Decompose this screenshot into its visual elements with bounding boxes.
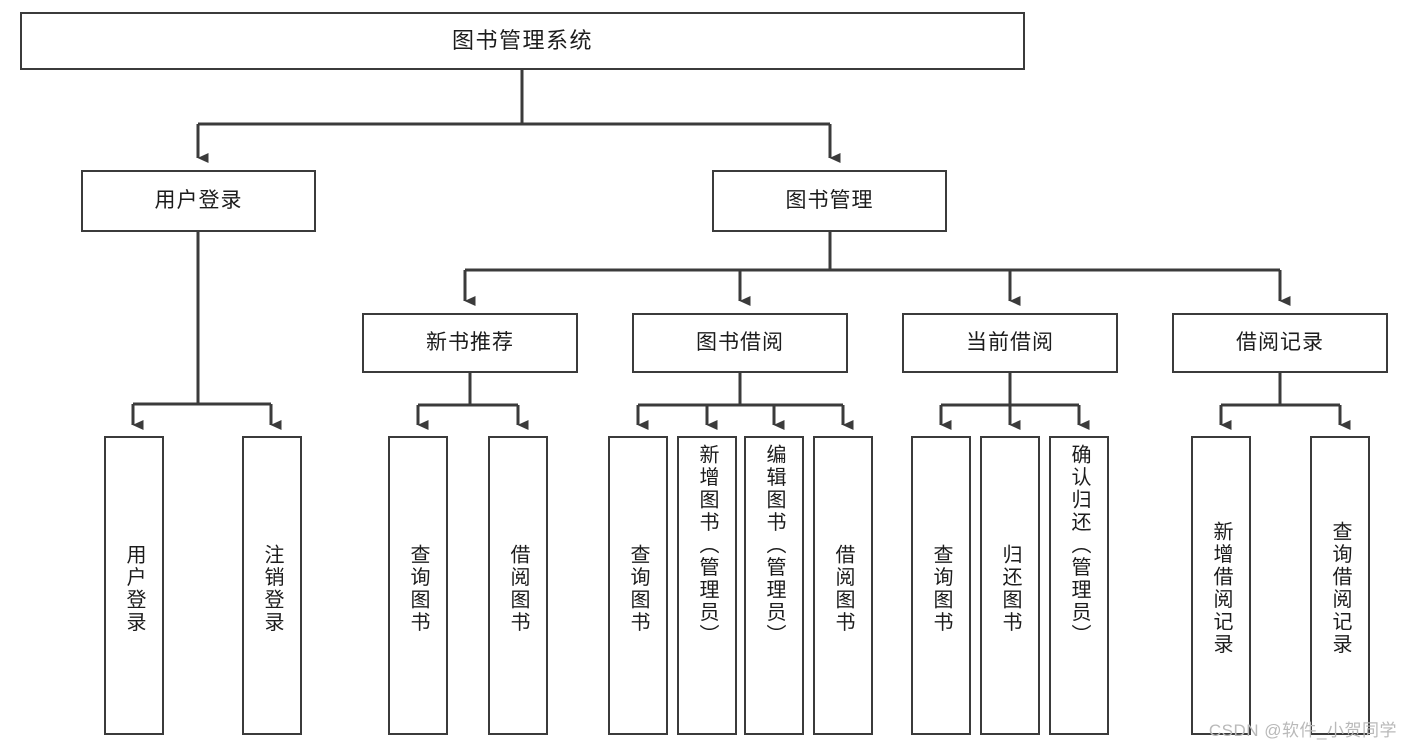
node-label: 图书管理 [785, 188, 874, 212]
leaf-label: 新增图书（管理员） [696, 444, 718, 647]
node-label: 当前借阅 [966, 330, 1054, 354]
node-book-borrow[interactable]: 图书借阅 [632, 313, 848, 373]
node-book-management[interactable]: 图书管理 [712, 170, 947, 232]
leaf-borrow-edit-book-admin[interactable]: 编辑图书（管理员） [744, 436, 804, 735]
leaf-label: 新增借阅记录 [1210, 521, 1232, 656]
leaf-current-query-book[interactable]: 查询图书 [911, 436, 971, 735]
node-label: 用户登录 [154, 188, 243, 212]
leaf-new-book-borrow[interactable]: 借阅图书 [488, 436, 548, 735]
leaf-user-login-login[interactable]: 用户登录 [104, 436, 164, 735]
leaf-label: 编辑图书（管理员） [763, 444, 785, 647]
node-borrow-record[interactable]: 借阅记录 [1172, 313, 1388, 373]
leaf-current-return-book[interactable]: 归还图书 [980, 436, 1040, 735]
leaf-label: 确认归还（管理员） [1068, 444, 1090, 647]
node-current-borrow[interactable]: 当前借阅 [902, 313, 1118, 373]
node-label: 图书借阅 [696, 330, 784, 354]
leaf-borrow-query-book[interactable]: 查询图书 [608, 436, 668, 735]
leaf-label: 查询借阅记录 [1329, 521, 1351, 656]
leaf-borrow-borrow-book[interactable]: 借阅图书 [813, 436, 873, 735]
leaf-borrow-add-book-admin[interactable]: 新增图书（管理员） [677, 436, 737, 735]
node-new-book-recommend[interactable]: 新书推荐 [362, 313, 578, 373]
node-label: 新书推荐 [426, 330, 514, 354]
leaf-label: 借阅图书 [832, 543, 854, 634]
leaf-label: 查询图书 [930, 543, 952, 634]
leaf-label: 查询图书 [627, 543, 649, 634]
watermark-text: CSDN @软件_小贺同学 [1208, 721, 1397, 740]
leaf-record-query-record[interactable]: 查询借阅记录 [1310, 436, 1370, 735]
node-label: 借阅记录 [1236, 330, 1324, 354]
leaf-record-add-record[interactable]: 新增借阅记录 [1191, 436, 1251, 735]
leaf-label: 借阅图书 [507, 543, 529, 634]
leaf-user-login-logout[interactable]: 注销登录 [242, 436, 302, 735]
leaf-label: 用户登录 [123, 543, 145, 634]
leaf-label: 查询图书 [407, 543, 429, 634]
leaf-label: 归还图书 [999, 543, 1021, 634]
node-root-system[interactable]: 图书管理系统 [20, 12, 1025, 70]
leaf-current-confirm-return-admin[interactable]: 确认归还（管理员） [1049, 436, 1109, 735]
node-label: 图书管理系统 [451, 28, 593, 54]
leaf-label: 注销登录 [261, 543, 283, 634]
node-user-login[interactable]: 用户登录 [81, 170, 316, 232]
leaf-new-book-query[interactable]: 查询图书 [388, 436, 448, 735]
